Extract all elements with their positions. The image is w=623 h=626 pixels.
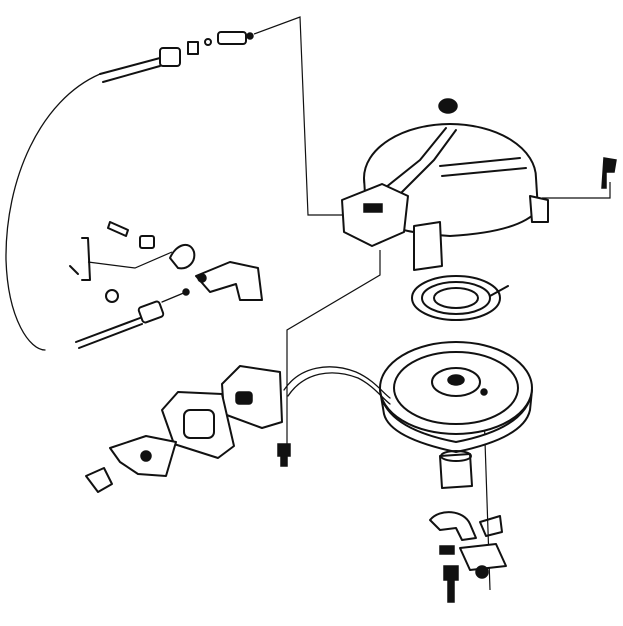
bracket-bolt — [197, 273, 207, 283]
handle-mount-block — [341, 183, 409, 247]
cable-pin — [204, 38, 212, 46]
leader-linkage — [87, 251, 173, 269]
cable-rod — [75, 317, 141, 343]
pin-small — [69, 265, 79, 275]
spring-hook — [489, 285, 509, 297]
mount-slot — [363, 203, 383, 213]
cable-nut — [187, 41, 199, 55]
leader-cable-top — [253, 16, 342, 216]
pull-rope — [283, 366, 391, 405]
pull-handle — [85, 365, 291, 493]
spring-coil-inner — [433, 287, 479, 309]
cable-sheath-top — [99, 57, 161, 75]
cable-sheath-top-2 — [102, 65, 161, 83]
pawl-spring — [439, 545, 455, 555]
cable-loop — [5, 73, 101, 351]
center-bolt — [443, 565, 459, 603]
rope-line — [283, 366, 391, 399]
throttle-arm — [169, 243, 196, 270]
pulley-groove — [393, 351, 519, 425]
cable-coupler — [137, 300, 165, 324]
housing-rib-3 — [439, 157, 521, 167]
link-rod — [81, 237, 91, 281]
cable-clip — [217, 31, 247, 45]
hardware-stack — [429, 511, 507, 603]
housing-rib-1 — [379, 127, 447, 193]
washer-small — [105, 289, 119, 303]
pulley-boss — [439, 453, 473, 489]
screw-small-1 — [107, 221, 129, 237]
throttle-bracket — [195, 261, 263, 301]
housing-bolt — [601, 157, 617, 189]
housing-leg — [413, 221, 443, 271]
handle-screw — [277, 443, 291, 467]
stack-washer — [475, 565, 489, 579]
starter-housing — [341, 98, 617, 271]
housing-rib-2 — [397, 129, 457, 197]
grip-window — [183, 409, 215, 439]
pulley-pin — [480, 388, 488, 396]
handle-recess — [235, 391, 253, 405]
recoil-spring — [411, 275, 509, 321]
bushing — [139, 235, 155, 249]
housing-nut — [438, 98, 458, 114]
leader-housing-down — [286, 250, 381, 445]
friction-plate — [459, 543, 507, 571]
housing-rib-4 — [441, 167, 527, 177]
spring-coil-outer — [411, 275, 501, 321]
linkage-parts — [69, 221, 263, 303]
grip-insert-hole — [140, 450, 152, 462]
leader-lines — [87, 16, 611, 591]
return-spring-clip — [429, 511, 477, 541]
rope-line-2 — [287, 372, 391, 405]
housing-lug — [529, 195, 549, 223]
pulley-hub-hole — [447, 374, 465, 386]
ratchet-pawl — [479, 515, 503, 537]
spring-coil-mid — [421, 281, 491, 315]
cable-clip-end — [246, 32, 254, 40]
cable-to-bracket — [161, 291, 187, 303]
cable-rod-2 — [78, 323, 143, 349]
pulley-boss-top — [440, 450, 472, 462]
cable-end-fitting — [159, 47, 181, 67]
leader-bolt-right — [542, 182, 611, 199]
starter-cable — [5, 31, 254, 351]
rope-anchor — [85, 467, 113, 493]
starter-pulley — [379, 341, 533, 489]
lower-cable — [75, 288, 190, 349]
